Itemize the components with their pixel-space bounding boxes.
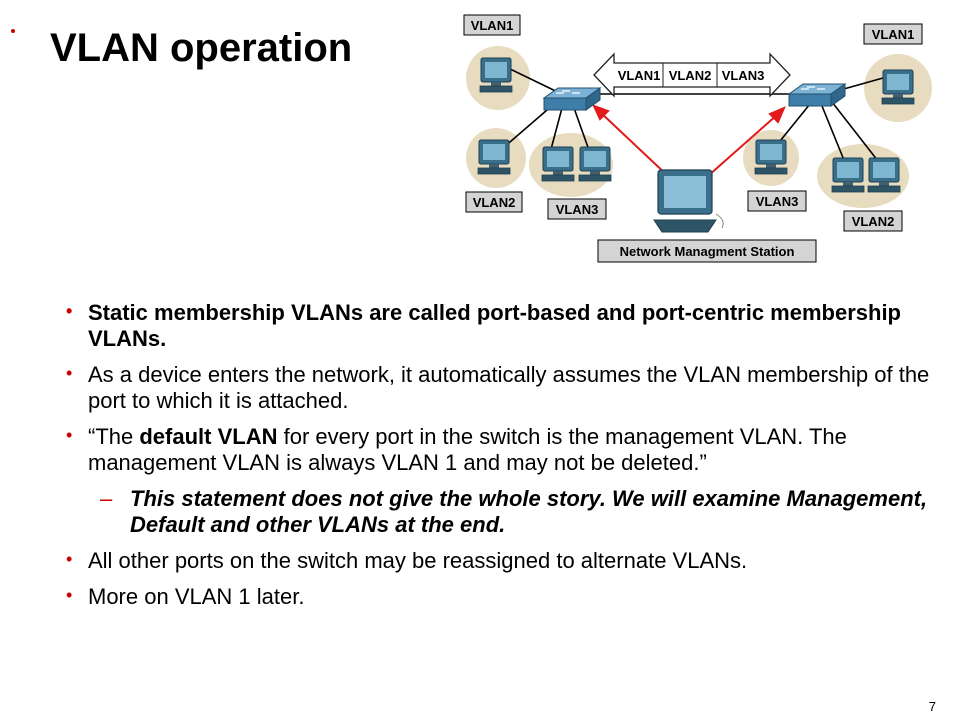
right-label-vlan1: VLAN1	[872, 27, 915, 42]
left-label-vlan1: VLAN1	[471, 18, 514, 33]
slide-title: VLAN operation	[50, 26, 353, 70]
right-vlan1-pc-icon	[881, 69, 915, 105]
bullet-item: Static membership VLANs are called port-…	[66, 298, 948, 352]
left-vlan2-pc-icon	[477, 139, 511, 175]
left-label-vlan2: VLAN2	[473, 195, 516, 210]
bullet-text: “The	[88, 424, 140, 449]
trunk-arrow: VLAN1 VLAN2 VLAN3	[593, 52, 791, 98]
management-station-icon	[653, 169, 724, 233]
bullet-item: As a device enters the network, it autom…	[66, 360, 948, 414]
bullet-list: Static membership VLANs are called port-…	[66, 298, 948, 620]
right-label-vlan2: VLAN2	[852, 214, 895, 229]
bullet-item: “The default VLAN for every port in the …	[66, 422, 948, 476]
sub-bullet-item: This statement does not give the whole s…	[100, 486, 948, 538]
title-bullet-dot	[11, 29, 15, 33]
vlan-labels: VLAN1 VLAN2 VLAN3 VLAN1 VLAN3 VLAN2 Netw…	[463, 14, 923, 263]
bullet-emphasis: default VLAN	[139, 424, 278, 449]
left-vlan3-pc-icon	[578, 146, 612, 182]
vlan-network-diagram: VLAN1 VLAN2 VLAN3 VLAN1 VLAN2 VLAN3 VLAN…	[463, 14, 932, 263]
trunk-label-vlan2: VLAN2	[669, 68, 712, 83]
right-switch-icon	[788, 83, 846, 107]
bullet-text: for every port in the switch is the mana…	[88, 424, 847, 475]
left-switch-icon	[543, 87, 601, 111]
station-label: Network Managment Station	[620, 244, 795, 259]
bullet-item: All other ports on the switch may be rea…	[66, 546, 948, 574]
trunk-label-vlan3: VLAN3	[722, 68, 765, 83]
management-arrows	[592, 104, 786, 177]
right-vlan3-pc-icon	[754, 139, 788, 175]
left-label-vlan3: VLAN3	[556, 202, 599, 217]
right-vlan2-pc-icon	[867, 157, 901, 193]
right-label-vlan3: VLAN3	[756, 194, 799, 209]
left-vlan3-pc-icon	[541, 146, 575, 182]
left-vlan1-pc-icon	[479, 57, 513, 93]
bullet-item: More on VLAN 1 later.	[66, 582, 948, 610]
trunk-label-vlan1: VLAN1	[618, 68, 661, 83]
right-vlan2-pc-icon	[831, 157, 865, 193]
page-number: 7	[928, 699, 936, 714]
